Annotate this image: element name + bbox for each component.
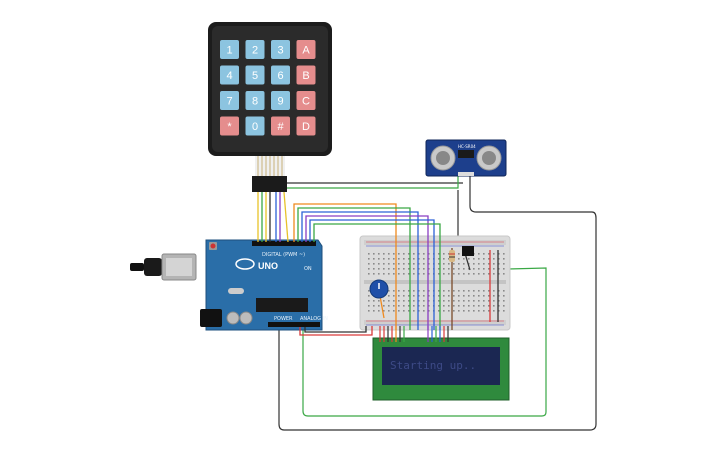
wires-long (278, 176, 597, 431)
sensor-module (462, 246, 474, 256)
breadboard-holes (368, 253, 505, 312)
keypad-key-C[interactable]: C (296, 91, 316, 110)
keypad-key-2[interactable]: 2 (245, 40, 265, 59)
keypad-key-label: * (227, 121, 232, 133)
keypad-key-D[interactable]: D (296, 116, 316, 136)
keypad-key-#[interactable]: # (271, 116, 290, 136)
keypad-key-label: C (302, 96, 310, 108)
keypad-ribbon (255, 156, 285, 176)
resistor (449, 250, 455, 262)
keypad-key-5[interactable]: 5 (245, 65, 265, 85)
keypad-key-label: 4 (226, 70, 232, 82)
arduino-on-label: ON (304, 266, 312, 272)
keypad-key-label: A (302, 45, 310, 57)
lcd-pins (379, 326, 449, 342)
keypad-key-3[interactable]: 3 (271, 40, 290, 59)
keypad-key-label: 0 (252, 121, 258, 133)
keypad-wires (257, 191, 289, 243)
keypad: 1 2 3 A 4 5 6 B 7 8 9 C * 0 # D (208, 22, 332, 192)
keypad-key-9[interactable]: 9 (271, 91, 290, 110)
keypad-key-label: # (277, 121, 284, 133)
keypad-key-label: 8 (252, 96, 258, 108)
arduino-power-label: POWER (274, 316, 293, 322)
keypad-keys: 1 2 3 A 4 5 6 B 7 8 9 C * 0 # D (220, 40, 316, 136)
keypad-key-label: D (302, 121, 310, 133)
keypad-key-7[interactable]: 7 (220, 91, 239, 110)
arduino-digital-label: DIGITAL (PWM ~) (262, 252, 305, 258)
keypad-key-label: 9 (277, 96, 283, 108)
lcd-text: Starting up.. (390, 359, 476, 372)
keypad-key-4[interactable]: 4 (220, 65, 239, 85)
ultrasonic-sensor: HC-SR04 (425, 139, 507, 177)
arduino-model-label: UNO (258, 261, 278, 271)
ultrasonic-label: HC-SR04 (458, 144, 476, 149)
lcd-module: Starting up.. (372, 326, 510, 401)
arduino-analog-label: ANALOG IN (300, 316, 328, 322)
keypad-key-label: B (302, 70, 309, 82)
keypad-key-label: 1 (226, 45, 232, 57)
keypad-key-*[interactable]: * (220, 116, 239, 136)
signal-wires (293, 203, 499, 336)
keypad-key-8[interactable]: 8 (245, 91, 265, 110)
keypad-key-label: 3 (277, 45, 283, 57)
keypad-key-B[interactable]: B (296, 65, 316, 85)
breadboard (359, 235, 511, 331)
keypad-key-A[interactable]: A (296, 40, 316, 59)
keypad-key-0[interactable]: 0 (245, 116, 265, 136)
arduino-uno: UNO DIGITAL (PWM ~) POWER ANALOG IN ON (130, 239, 328, 331)
keypad-key-label: 7 (226, 96, 232, 108)
potentiometer (369, 279, 389, 299)
keypad-key-6[interactable]: 6 (271, 65, 290, 85)
keypad-key-1[interactable]: 1 (220, 40, 239, 59)
keypad-key-label: 2 (252, 45, 258, 57)
keypad-key-label: 5 (252, 70, 258, 82)
keypad-key-label: 6 (277, 70, 283, 82)
